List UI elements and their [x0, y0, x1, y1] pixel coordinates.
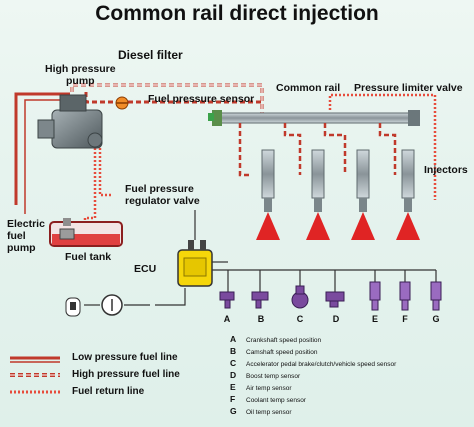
legend-low-pressure: Low pressure fuel line — [72, 352, 178, 363]
label-fuel-pressure-regulator-valve: Fuel pressure regulator valve — [125, 183, 200, 207]
page-title: Common rail direct injection — [95, 2, 379, 25]
ecu-unit — [177, 240, 213, 287]
sensor-g — [430, 281, 442, 311]
sensor-letter-g: G — [432, 314, 440, 324]
label-fuel-tank: Fuel tank — [65, 251, 112, 263]
legend-return: Fuel return line — [72, 386, 145, 397]
sensor-letter-c: C — [296, 314, 304, 324]
injector-1 — [256, 149, 280, 240]
common-rail — [217, 112, 414, 124]
label-pressure-limiter-valve: Pressure limiter valve — [354, 82, 463, 94]
injector-3 — [351, 149, 375, 240]
sensor-letter-e: E — [371, 314, 378, 324]
high-pressure-line-white — [71, 84, 263, 113]
sensor-c — [291, 285, 309, 309]
sensor-letter-f: F — [402, 314, 408, 324]
electric-fuel-pump — [59, 228, 75, 240]
high-pressure-pump — [37, 94, 103, 149]
label-diesel-filter: Diesel filter — [118, 48, 183, 62]
key-switch-icon — [65, 297, 81, 317]
label-fuel-pressure-sensor: Fuel pressure sensor — [148, 93, 255, 105]
legend-low-pressure-swatch — [10, 356, 60, 363]
label-electric-fuel-pump: Electric fuel pump — [7, 218, 45, 254]
ignition-switch-icon — [101, 294, 123, 316]
injector-2 — [306, 149, 330, 240]
label-high-pressure-pump: High pressure pump — [45, 63, 116, 87]
fuel-tank — [49, 218, 123, 247]
fuel-pressure-sensor — [208, 113, 214, 121]
low-pressure-line — [14, 92, 70, 214]
sensor-f — [399, 281, 411, 311]
legend-high-pressure: High pressure fuel line — [72, 369, 180, 380]
sensor-letter-b: B — [257, 314, 265, 324]
sensor-letter-a: A — [223, 314, 231, 324]
diesel-filter-icon — [115, 96, 129, 110]
sensor-letter-d: D — [332, 314, 340, 324]
sensor-e — [369, 281, 381, 311]
label-injectors: Injectors — [424, 164, 468, 176]
sensor-b — [251, 291, 269, 309]
sensor-d — [325, 291, 345, 308]
label-ecu: ECU — [134, 263, 157, 275]
label-common-rail: Common rail — [276, 82, 341, 94]
injector-4 — [396, 149, 420, 240]
sensor-a — [219, 291, 235, 309]
